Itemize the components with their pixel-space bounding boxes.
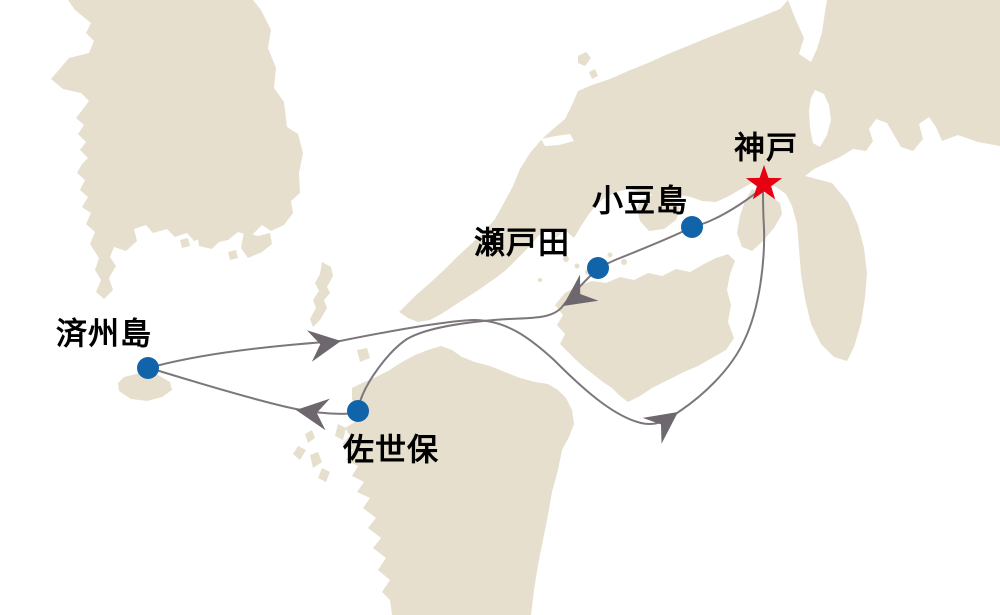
port-markers xyxy=(137,165,783,422)
direction-arrow-icon xyxy=(306,330,341,362)
port-dot-icon-shodoshima xyxy=(681,216,703,238)
lagoon-shinji xyxy=(541,134,574,146)
route-direction-arrows xyxy=(296,274,678,444)
port-dot-icon-jeju xyxy=(137,357,159,379)
island-goto-4 xyxy=(318,468,330,482)
island-oki-2 xyxy=(589,69,598,79)
islet-setonaikai-1 xyxy=(563,256,569,262)
island-korea-south-1 xyxy=(197,230,221,249)
island-goto-3 xyxy=(310,452,322,468)
route-leg-sasebo-jeju xyxy=(155,369,359,415)
islet-west-kyushu xyxy=(396,404,406,414)
island-awaji xyxy=(737,189,782,251)
islet-setonaikai-5 xyxy=(621,259,627,265)
island-korea-south-2 xyxy=(241,232,272,258)
direction-arrow-icon xyxy=(296,398,330,431)
island-amakusa-2 xyxy=(405,548,438,575)
islet-setonaikai-4 xyxy=(607,252,613,258)
island-amakusa-1 xyxy=(398,525,428,548)
islet-setonaikai-2 xyxy=(574,263,580,269)
island-korea-south-4 xyxy=(180,238,190,248)
direction-arrow-icon xyxy=(563,274,599,306)
island-iki xyxy=(357,348,370,362)
island-goto-2 xyxy=(293,446,306,460)
islet-setonaikai-6 xyxy=(538,278,542,282)
landmass-honshu xyxy=(399,0,1000,361)
island-shodoshima xyxy=(637,194,680,231)
landmass-korea xyxy=(51,0,303,299)
island-tsushima xyxy=(310,262,333,327)
island-oki-1 xyxy=(578,52,591,66)
port-dot-icon-sasebo xyxy=(347,400,369,422)
port-dot-icon-setoda xyxy=(587,257,609,279)
landmasses xyxy=(51,0,1000,615)
island-korea-south-3 xyxy=(228,250,238,260)
direction-arrow-icon xyxy=(642,412,678,444)
island-hirado xyxy=(335,424,346,440)
home-port-star-icon-kobe xyxy=(745,165,783,200)
landmass-kyushu xyxy=(342,346,574,615)
island-jeju xyxy=(118,373,172,401)
island-amakusa-3 xyxy=(438,555,462,580)
island-goto-1 xyxy=(305,430,315,443)
lake-biwa xyxy=(809,90,831,147)
landmass-shikoku xyxy=(555,254,735,402)
